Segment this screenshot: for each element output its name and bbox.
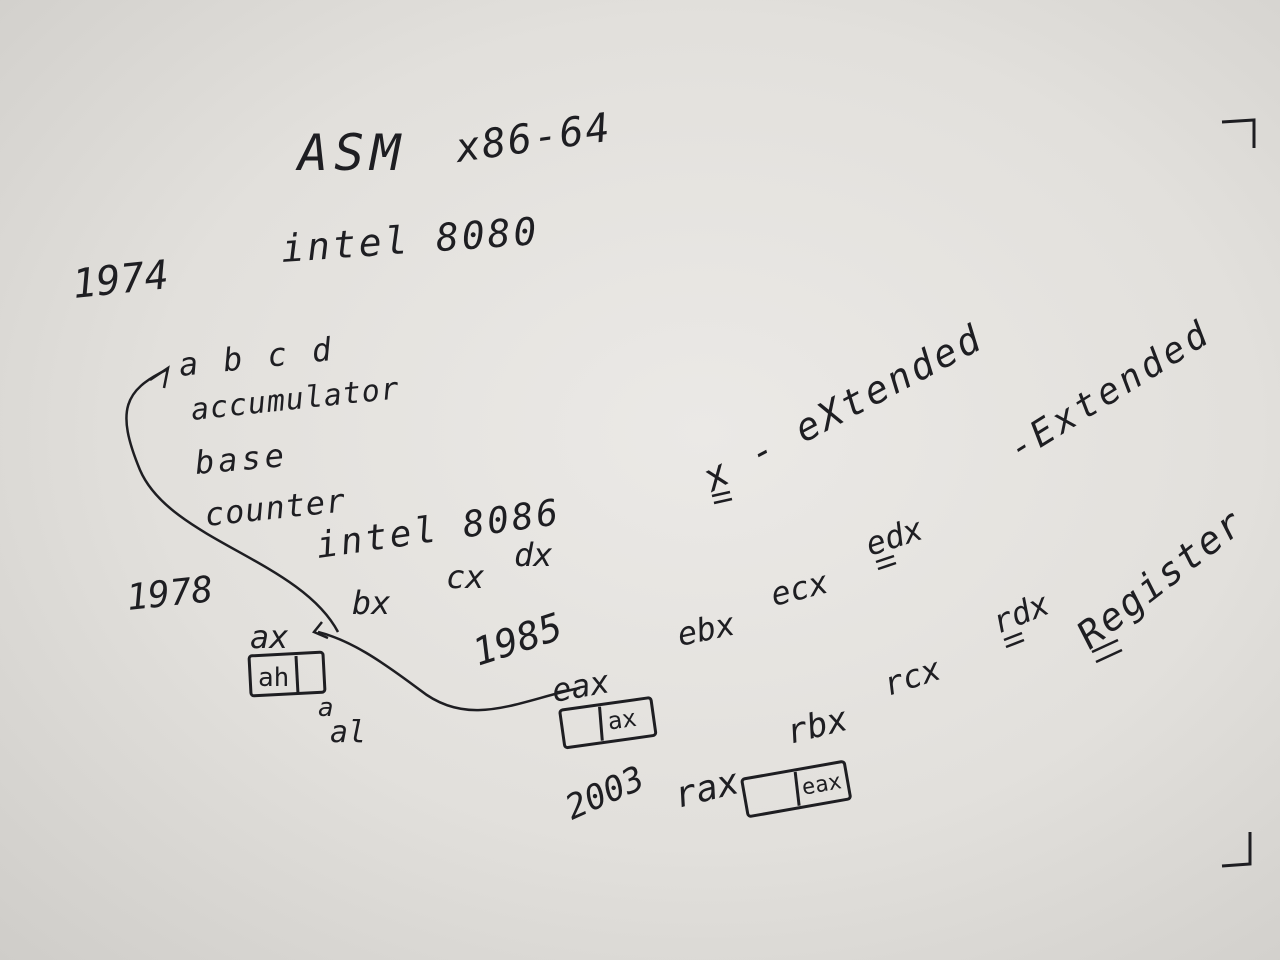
intel-8080-label: intel 8080: [280, 209, 541, 271]
year-2003: 2003: [559, 758, 650, 828]
e-extended-note: -Extended: [1001, 312, 1219, 469]
ebx-label: ebx: [674, 605, 738, 654]
register-underline-1: [1091, 638, 1119, 654]
rdx-underline-1: [1003, 631, 1023, 642]
rcx-label: rcx: [879, 650, 946, 704]
regs-8080: a b c d: [177, 330, 336, 384]
rax-box-eax-label: eax: [800, 769, 843, 801]
year-1974: 1974: [70, 252, 171, 308]
title-arch: x86-64: [451, 105, 614, 173]
x-underline-1: [711, 490, 731, 498]
ax-register-box: [247, 650, 327, 698]
x-extended-note: x - eXtended: [694, 315, 991, 501]
a-label: a: [318, 693, 334, 723]
eax-box-ax-label: ax: [606, 704, 639, 736]
arrow-ax-to-abcd: [125, 368, 340, 633]
rax-register-box: eax: [740, 760, 852, 818]
title-asm: ASM: [295, 124, 406, 182]
arrow-head-abcd: [149, 365, 170, 389]
accumulator-label: accumulator: [189, 371, 401, 428]
register-underline-2: [1095, 648, 1123, 664]
bx-label: bx: [352, 584, 391, 622]
rbx-label: rbx: [783, 699, 853, 753]
x-underline-2: [713, 497, 733, 505]
ax-box-divider: [294, 655, 300, 695]
rax-label: rax: [670, 761, 743, 817]
ecx-label: ecx: [767, 563, 832, 614]
edx-underline-2: [877, 561, 897, 571]
dx-label: dx: [514, 536, 553, 574]
ah-label: ah: [258, 663, 289, 693]
rdx-underline-2: [1005, 638, 1025, 649]
arrow-head-ax: [311, 621, 329, 640]
edx-underline-1: [875, 554, 895, 564]
eax-register-box: ax: [558, 696, 658, 750]
corner-mark-top-right: [1221, 118, 1256, 148]
arrow-eax-to-ax: [317, 630, 581, 712]
cx-label: cx: [446, 558, 485, 596]
ax-label: ax: [250, 618, 289, 656]
edx-label: edx: [861, 510, 928, 564]
al-label: al: [330, 715, 366, 750]
base-label: base: [193, 436, 289, 482]
year-1985: 1985: [467, 604, 568, 674]
year-1978: 1978: [125, 569, 216, 619]
corner-mark-bottom-right: [1221, 832, 1252, 868]
register-note: Register: [1068, 500, 1252, 657]
